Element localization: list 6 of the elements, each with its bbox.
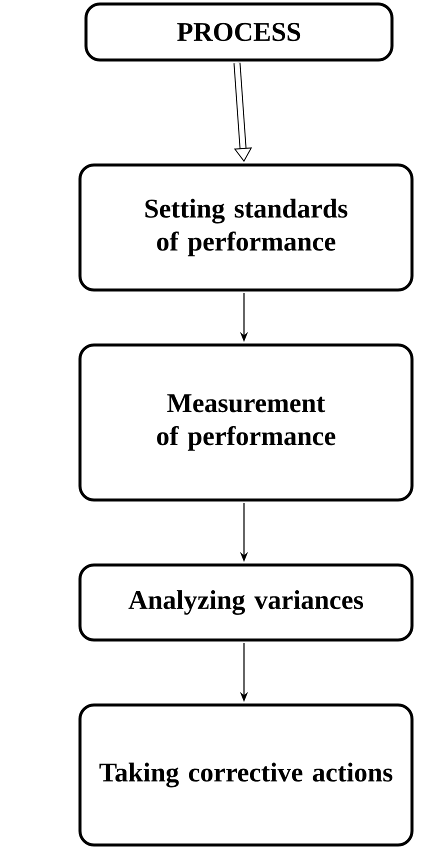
process-box: Measurement of performance bbox=[78, 344, 414, 502]
arrow bbox=[234, 62, 252, 162]
process-box: Taking corrective actions bbox=[78, 704, 414, 846]
process-box: Setting standards of performance bbox=[78, 164, 414, 292]
process-box: PROCESS bbox=[84, 2, 394, 62]
process-box: Analyzing variances bbox=[78, 564, 414, 642]
